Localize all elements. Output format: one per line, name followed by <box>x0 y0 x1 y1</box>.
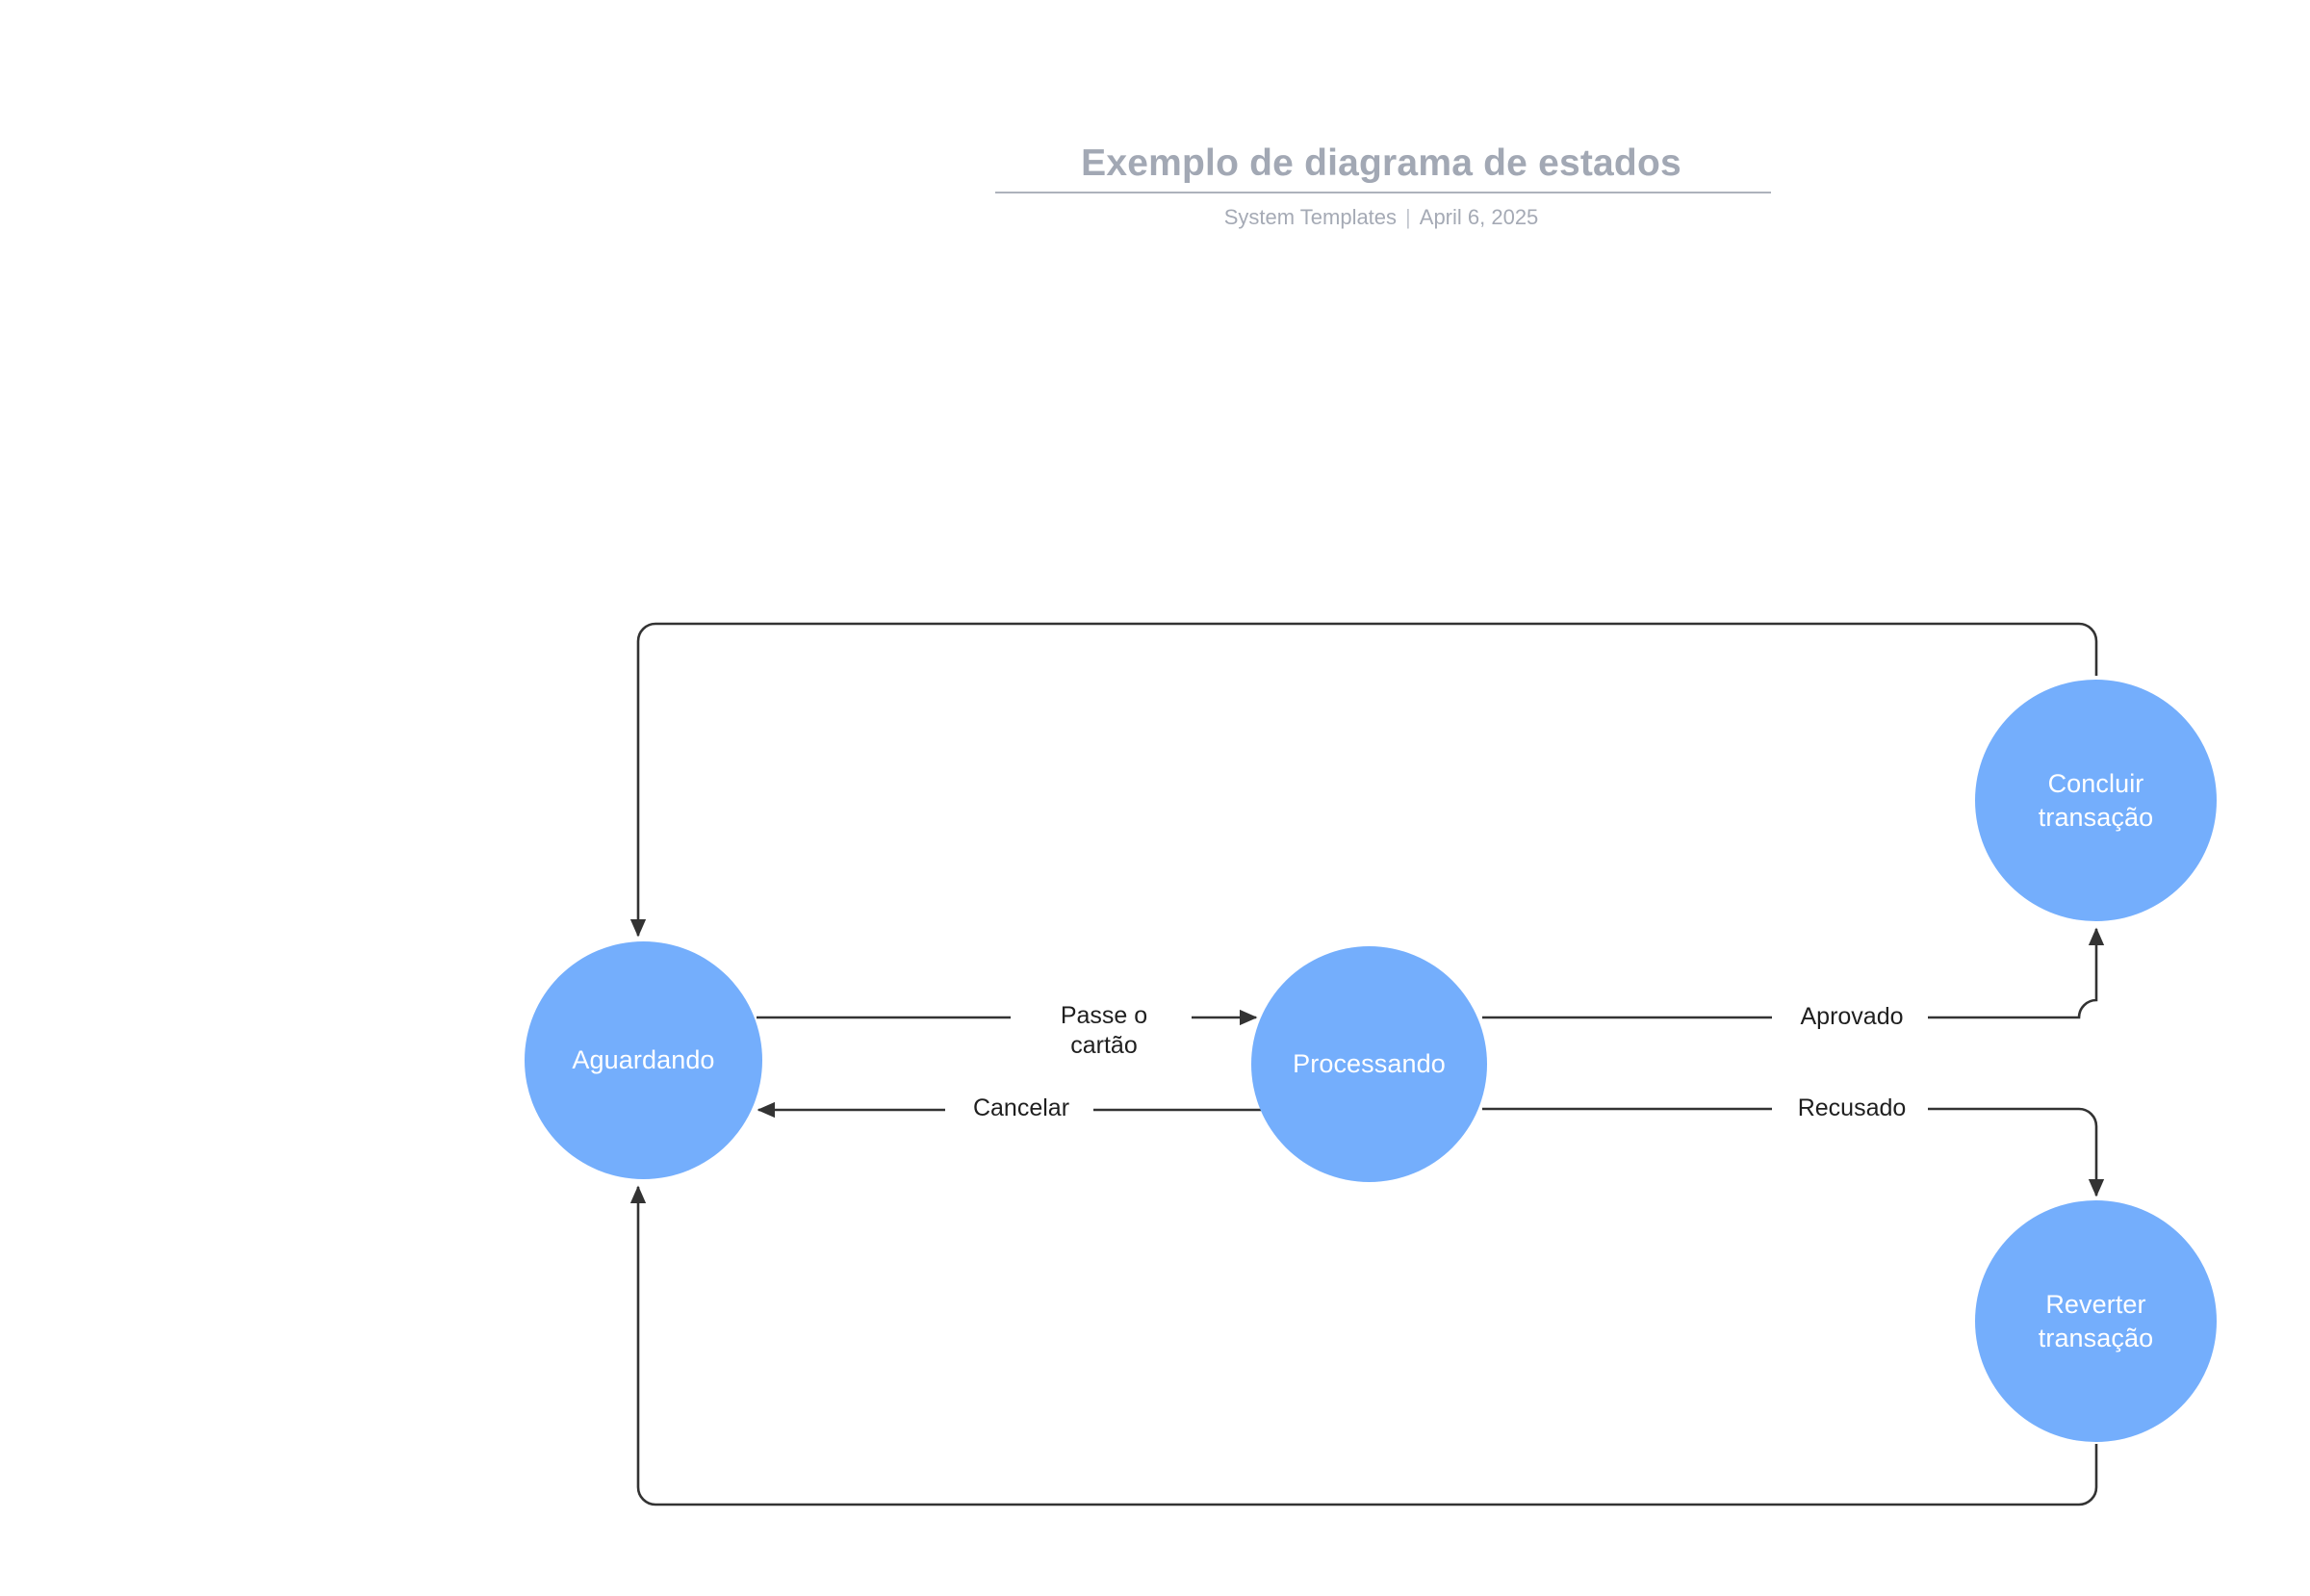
state-node-reverter-transacao-label: Reverter transação <box>2038 1290 2154 1352</box>
state-node-concluir-transacao[interactable]: Concluir transação <box>1975 680 2217 921</box>
state-node-processando[interactable]: Processando <box>1251 946 1487 1182</box>
document-subtitle: System Templates | April 6, 2025 <box>991 205 1771 230</box>
edge-concluir-to-aguardando-loop <box>629 622 2098 938</box>
state-node-reverter-transacao[interactable]: Reverter transação <box>1975 1200 2217 1442</box>
edge-label-aprovado: Aprovado <box>1776 1002 1928 1032</box>
edge-reverter-to-aguardando-loop <box>629 1185 2098 1506</box>
edge-label-recusado: Recusado <box>1776 1094 1928 1123</box>
edge-label-passe-o-cartao: Passe o cartão <box>1016 1001 1192 1061</box>
subtitle-separator: | <box>1405 205 1411 229</box>
state-node-aguardando[interactable]: Aguardando <box>525 941 762 1179</box>
title-divider-rule <box>995 192 1771 193</box>
state-node-aguardando-label: Aguardando <box>572 1045 715 1075</box>
edge-recusado-segment-right <box>1924 1107 2105 1197</box>
edge-aprovado-segment-right <box>1924 927 2105 1019</box>
state-node-concluir-transacao-label: Concluir transação <box>2038 769 2154 832</box>
subtitle-date: April 6, 2025 <box>1419 205 1539 229</box>
subtitle-author: System Templates <box>1223 205 1398 229</box>
state-node-processando-label: Processando <box>1293 1049 1446 1079</box>
edge-label-cancelar: Cancelar <box>949 1094 1093 1123</box>
page-title: Exemplo de diagrama de estados <box>1081 142 1681 184</box>
